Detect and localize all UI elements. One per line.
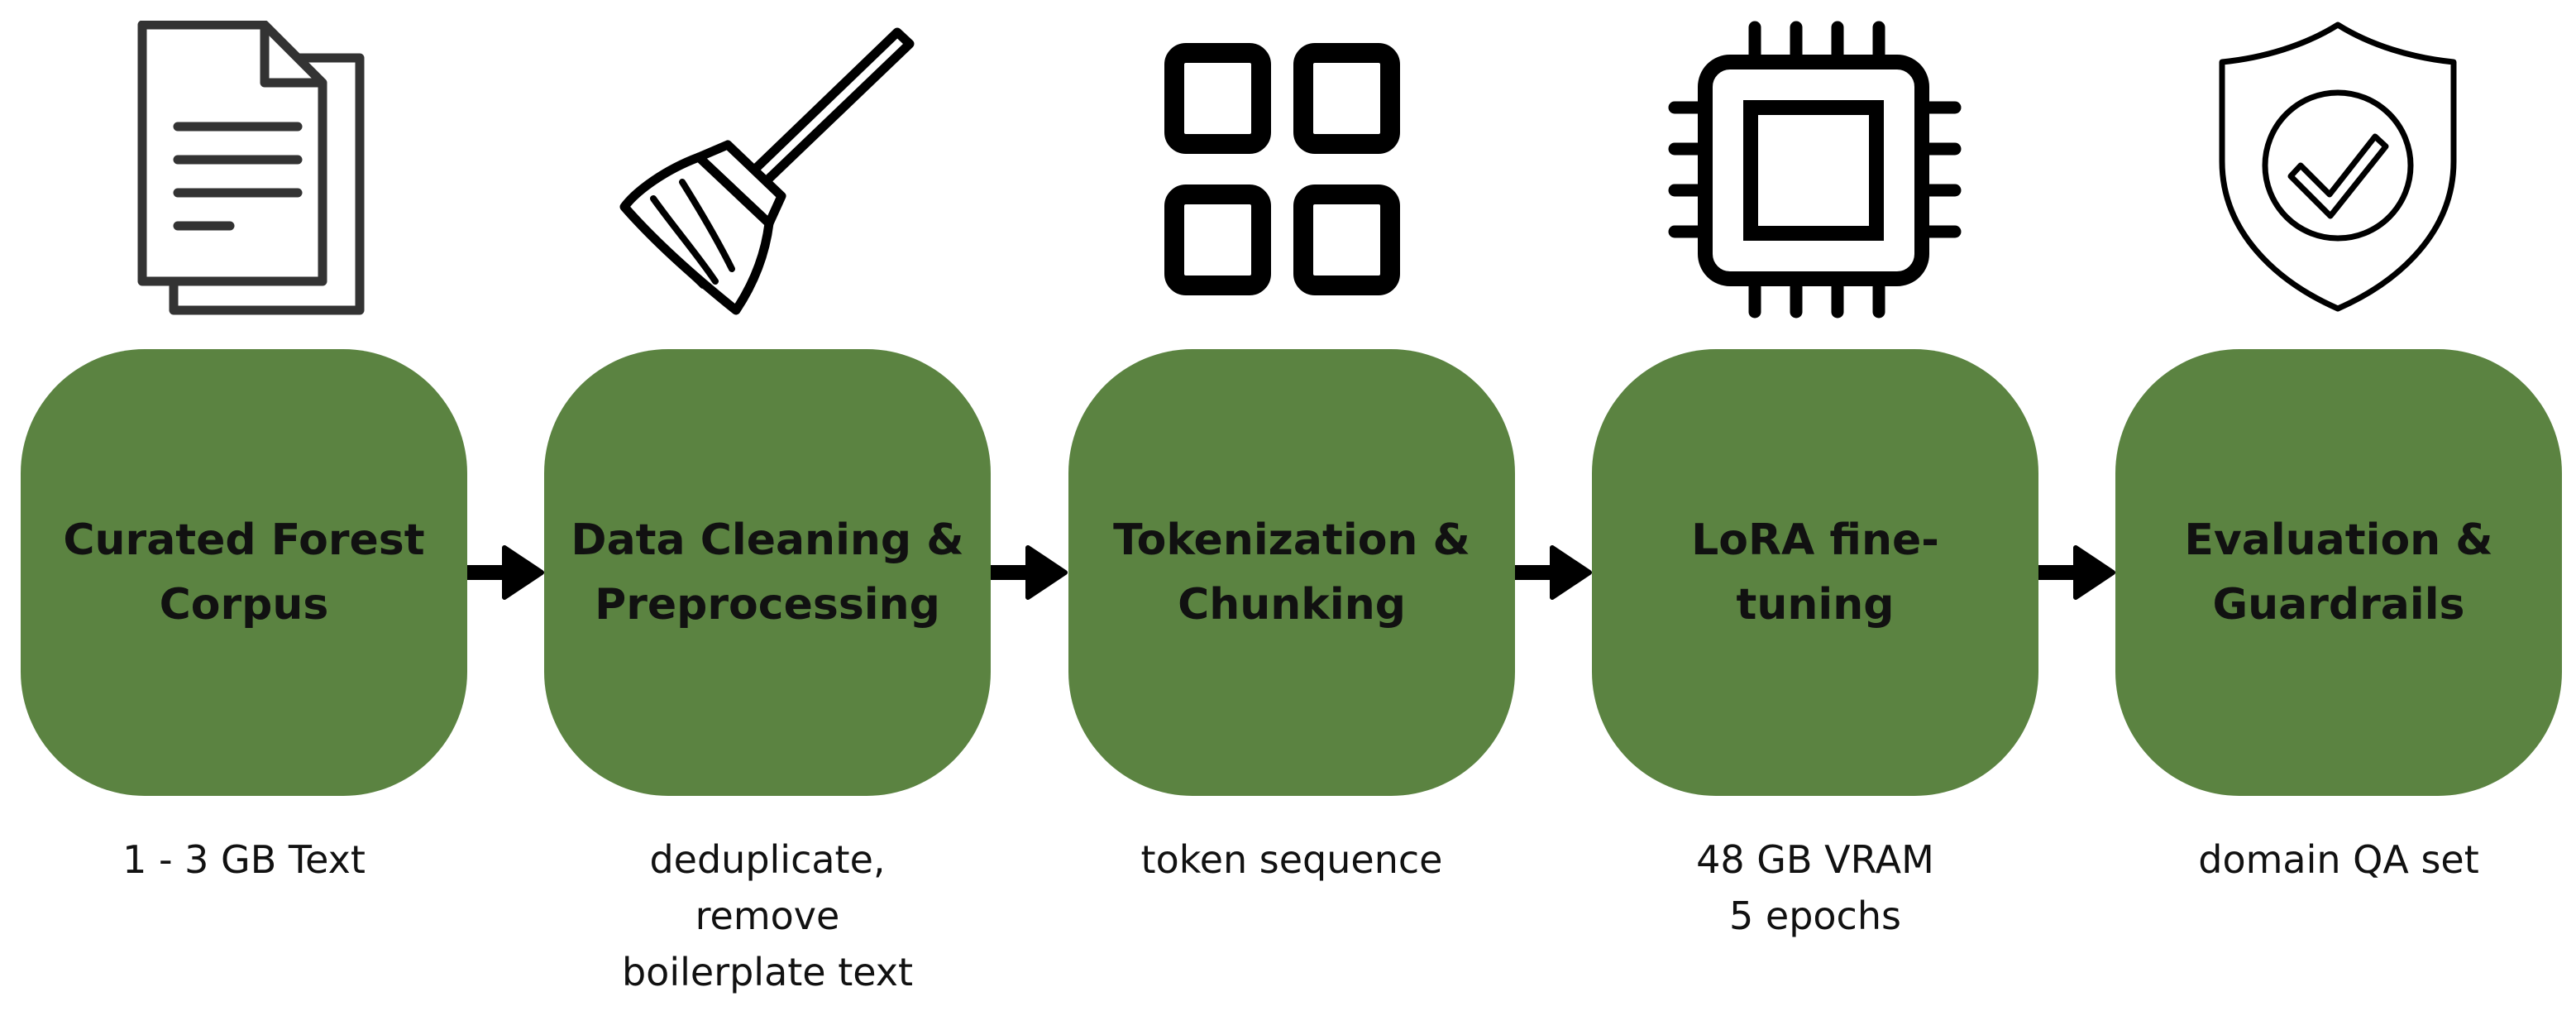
stage-caption: 48 GB VRAM 5 epochs (1696, 837, 1934, 938)
stage-box-cleaning: Data Cleaning & Preprocessing (544, 349, 991, 796)
stage-title: LoRA fine-tuning (1691, 515, 1939, 630)
stage-caption: token sequence (1140, 837, 1443, 882)
arrow-icon (2038, 544, 2117, 604)
arrow-icon (1515, 544, 1594, 604)
arrow-icon (991, 544, 1069, 604)
stage-caption: 1 - 3 GB Text (122, 837, 366, 882)
stage-box-tokenization: Tokenization & Chunking (1068, 349, 1515, 796)
stage-box-corpus: Curated Forest Corpus (21, 349, 467, 796)
chip-icon (1668, 21, 1962, 319)
stage-caption: deduplicate, remove boilerplate text (621, 837, 914, 994)
stage-title: Tokenization & Chunking (1113, 515, 1470, 630)
document-icon (132, 21, 372, 319)
stage-box-lora: LoRA fine-tuning (1592, 349, 2038, 796)
stage-box-evaluation: Evaluation & Guardrails (2115, 349, 2562, 796)
shield-check-icon (2214, 21, 2462, 314)
broom-icon (616, 21, 918, 319)
stage-title: Evaluation & Guardrails (2184, 515, 2493, 630)
stage-title: Curated Forest Corpus (63, 515, 425, 630)
grid-icon (1164, 43, 1400, 295)
stage-caption: domain QA set (2198, 837, 2479, 882)
stage-title: Data Cleaning & Preprocessing (571, 515, 964, 630)
arrow-icon (467, 544, 546, 604)
